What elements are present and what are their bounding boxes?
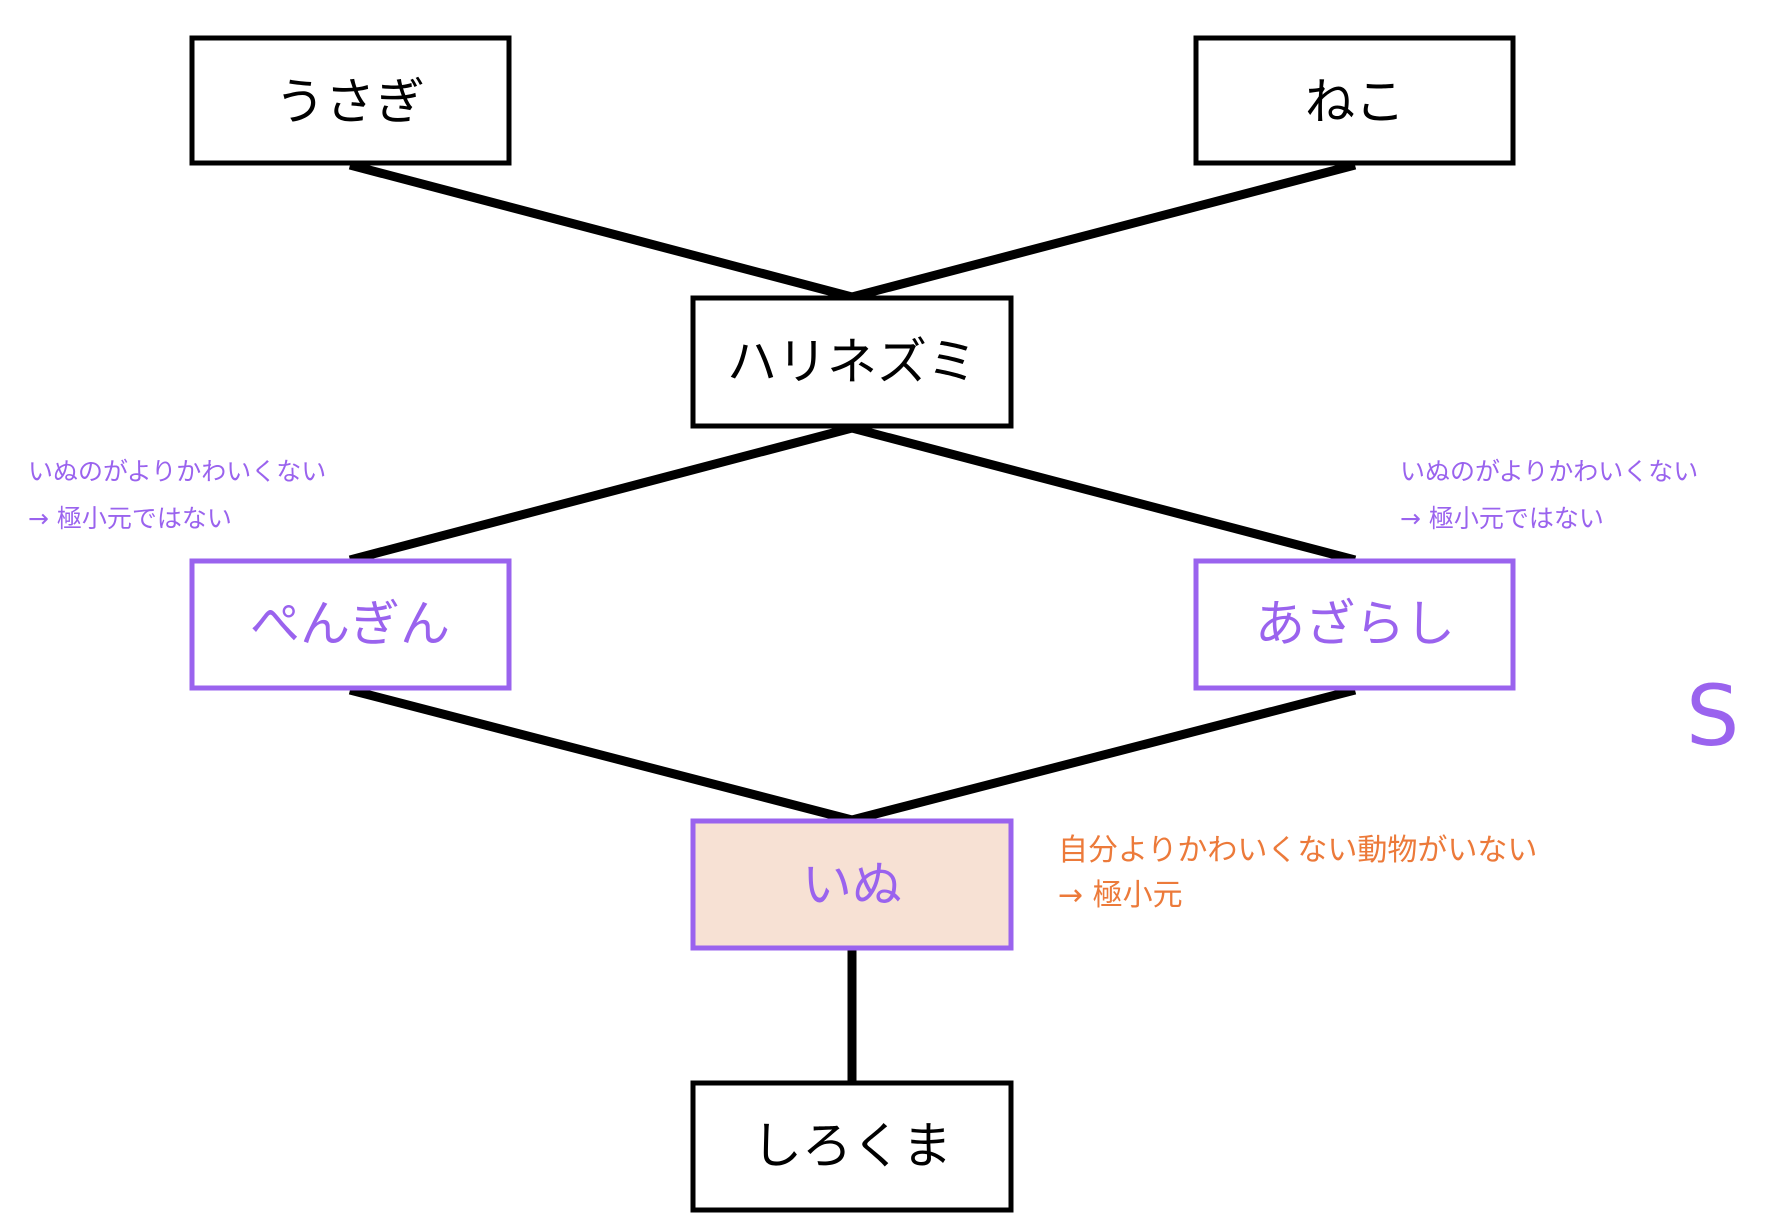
annotation-left-line1: いぬのがよりかわいくない [28,457,326,486]
node-usagi: うさぎ [189,35,512,166]
node-inu: いぬ [690,818,1014,951]
edge-usagi-harinezumi [348,160,854,302]
edge-neko-harinezumi [850,160,1357,302]
node-box [1193,35,1516,166]
node-box [690,295,1014,429]
node-box [1193,558,1516,691]
node-shirokuma: しろくま [690,1080,1014,1213]
annotation-left-line2: → 極小元ではない [28,504,232,533]
node-label: うさぎ [275,73,425,131]
annotation-left: いぬのがよりかわいくない → 極小元ではない [28,457,326,533]
annotation-right-line1: いぬのがよりかわいくない [1400,457,1698,486]
node-neko: ねこ [1193,35,1516,166]
node-label: いぬ [802,856,902,914]
edge-harinezumi-pengin [348,423,854,565]
node-label: ぺんぎん [250,595,450,653]
set-label-s: S [1686,667,1739,765]
edges [348,160,1357,1082]
annotation-inu: 自分よりかわいくない動物がいない → 極小元 [1058,833,1537,913]
edge-azarashi-inu [850,685,1357,825]
node-label: しろくま [752,1117,952,1175]
node-azarashi: あざらし [1193,558,1516,691]
annotation-inu-line2: → 極小元 [1058,878,1183,913]
annotation-right-line2: → 極小元ではない [1400,504,1604,533]
node-box [189,558,512,691]
node-box [690,1080,1014,1213]
edge-harinezumi-azarashi [850,423,1357,565]
annotation-right: いぬのがよりかわいくない → 極小元ではない [1400,457,1698,533]
annotation-inu-line1: 自分よりかわいくない動物がいない [1058,833,1537,868]
node-box [189,35,512,166]
node-label: ねこ [1305,73,1405,131]
node-pengin: ぺんぎん [189,558,512,691]
node-label: あざらし [1255,595,1455,653]
node-box [690,818,1014,951]
node-label: ハリネズミ [727,333,977,391]
node-harinezumi: ハリネズミ [690,295,1014,429]
edge-pengin-inu [348,685,854,825]
